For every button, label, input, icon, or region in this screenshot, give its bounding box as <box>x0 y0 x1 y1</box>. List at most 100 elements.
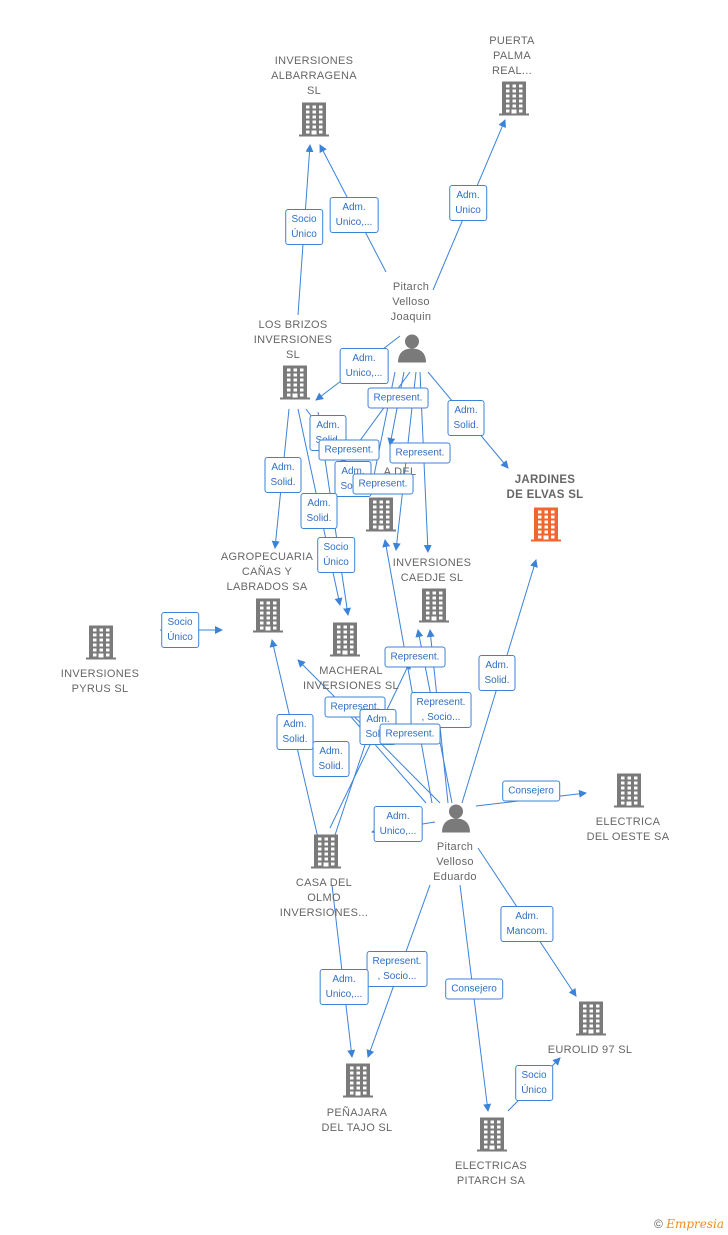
company-node-electricas_pitarch[interactable] <box>477 1117 507 1157</box>
edge-label-e22[interactable]: Adm.Solid. <box>276 714 314 750</box>
node-label-line: Velloso <box>436 856 474 868</box>
company-node-jardines[interactable] <box>531 507 561 547</box>
edge-label-e13[interactable]: Adm.Solid. <box>300 493 338 529</box>
copyright: © Empresia <box>654 1217 724 1231</box>
edge-label-e28[interactable]: Adm.Unico,... <box>319 969 369 1005</box>
node-label-line: INVERSIONES SL <box>303 680 399 692</box>
person-icon <box>442 804 470 833</box>
edge-label-e27[interactable]: Represent., Socio... <box>366 951 428 987</box>
building-icon <box>280 365 310 400</box>
node-label-line: DE ELVAS SL <box>506 489 584 501</box>
edge-label-e10[interactable]: Adm.Solid. <box>264 457 302 493</box>
node-label-line: LABRADOS SA <box>226 581 308 593</box>
edge-label-line: Adm. <box>456 190 480 201</box>
building-icon <box>477 1117 507 1152</box>
node-label-eurolid[interactable]: EUROLID 97 SL <box>548 1043 633 1058</box>
company-node-dehesa[interactable] <box>366 497 396 537</box>
edge-label-e23[interactable]: Adm.Solid. <box>312 741 350 777</box>
building-icon <box>311 834 341 869</box>
edge-label-line: Socio <box>521 1070 547 1081</box>
edge-label-line: Socio <box>167 617 193 628</box>
edge-line <box>329 661 411 829</box>
node-label-line: AGROPECUARIA <box>220 551 314 563</box>
edge-label-e8[interactable]: Represent. <box>318 439 380 461</box>
person-node-eduardo[interactable] <box>441 803 471 838</box>
company-node-macheral[interactable] <box>330 622 360 662</box>
building-icon <box>366 497 396 532</box>
edge-label-e17[interactable]: Adm.Solid. <box>478 655 516 691</box>
company-node-albarragena[interactable] <box>299 102 329 142</box>
edge-label-e16[interactable]: Represent. <box>384 646 446 668</box>
building-icon <box>531 507 561 542</box>
edge-label-line: Solid. <box>270 477 296 488</box>
company-node-puerta[interactable] <box>499 81 529 121</box>
edge-label-line: Represent. <box>416 697 466 708</box>
person-icon <box>398 334 426 363</box>
node-label-line: Eduardo <box>433 871 477 883</box>
edge-label-e21[interactable]: Represent. <box>379 723 441 745</box>
edge-label-line: Represent. <box>390 651 440 663</box>
edge-label-e5[interactable]: Represent. <box>367 387 429 409</box>
edge-label-e2[interactable]: Adm.Unico,... <box>329 197 379 233</box>
edge-label-line: Represent. <box>395 447 445 459</box>
edge-label-e24[interactable]: Consejero <box>502 780 560 802</box>
edge-label-e29[interactable]: Consejero <box>445 978 503 1000</box>
node-label-line: INVERSIONES <box>274 55 354 67</box>
edge-label-line: Consejero <box>451 983 497 995</box>
edge-label-line: Solid. <box>365 729 391 740</box>
edge-label-line: Único <box>521 1085 547 1096</box>
edge-label-e12[interactable]: Represent. <box>352 473 414 495</box>
edge-label-line: Consejero <box>508 785 554 797</box>
company-node-casa_olmo[interactable] <box>311 834 341 874</box>
edge-label-e18[interactable]: Represent., Socio... <box>410 692 472 728</box>
node-label-line: CAEDJE SL <box>400 572 464 584</box>
company-node-agropecuaria[interactable] <box>253 598 283 638</box>
edge-label-line: Solid. <box>306 513 332 524</box>
edge-label-e3[interactable]: Adm. Unico <box>449 185 487 221</box>
node-label-line: Velloso <box>392 296 430 308</box>
edge-label-e26[interactable]: Adm.Mancom. <box>500 906 554 942</box>
node-label-line: EUROLID 97 SL <box>547 1044 633 1056</box>
person-node-joaquin[interactable] <box>397 333 427 368</box>
edge-label-line: Adm. <box>515 911 539 922</box>
edge-label-e9[interactable]: Represent. <box>389 442 451 464</box>
edge-line <box>344 709 427 804</box>
edge-label-line: Único <box>167 632 193 643</box>
building-icon <box>343 1063 373 1098</box>
copyright-symbol: © <box>654 1217 663 1231</box>
edge-label-e4[interactable]: Adm.Unico,... <box>339 348 389 384</box>
edge-line <box>382 539 433 804</box>
company-node-caedje[interactable] <box>419 588 449 628</box>
company-node-electrica_oeste[interactable] <box>614 773 644 813</box>
company-node-pyrus[interactable] <box>86 625 116 665</box>
edge-label-e25[interactable]: Adm.Unico,... <box>373 806 423 842</box>
building-icon <box>86 625 116 660</box>
company-node-eurolid[interactable] <box>576 1001 606 1041</box>
company-node-brizos[interactable] <box>280 365 310 405</box>
edge-label-line: Unico,... <box>325 989 363 1000</box>
company-node-penajara[interactable] <box>343 1063 373 1103</box>
edge-label-line: Adm. <box>485 660 509 671</box>
edge-label-line: Socio <box>323 542 349 553</box>
edge-label-e6[interactable]: Adm.Solid. <box>447 400 485 436</box>
edge-label-line: Unico <box>455 205 481 216</box>
